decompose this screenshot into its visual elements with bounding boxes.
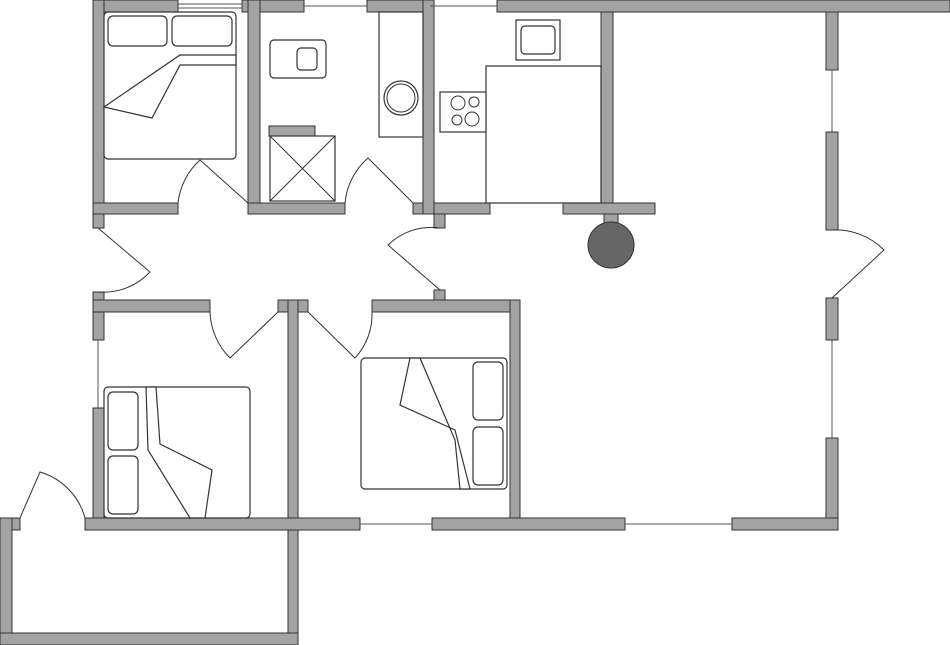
kitchen-fixtures [439, 19, 602, 204]
windows [97, 3, 833, 525]
bed-1 [102, 11, 237, 160]
vanity [378, 11, 424, 138]
bathroom-fixtures [268, 11, 424, 202]
counter [485, 65, 602, 204]
sink [383, 80, 419, 116]
doors [19, 157, 885, 519]
bed-3 [360, 357, 508, 490]
bed-2 [103, 386, 251, 519]
